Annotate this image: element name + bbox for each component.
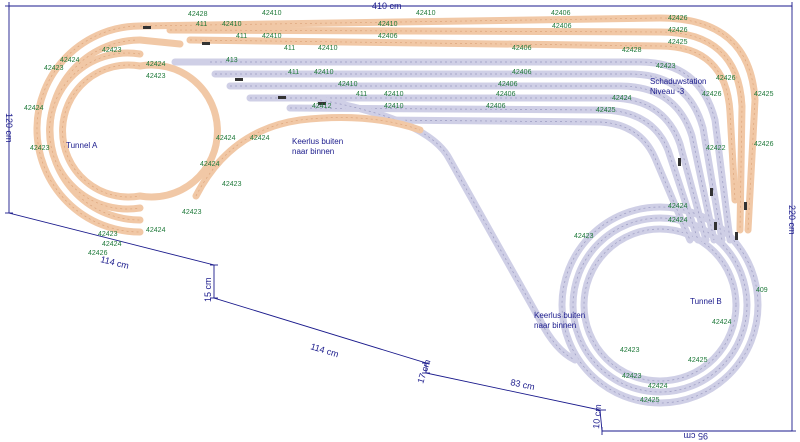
pc-top3: 42410 — [416, 10, 436, 17]
pc-r3d: 42428 — [622, 47, 642, 54]
upper-level-tracks — [33, 14, 759, 236]
pc-tb2: 42424 — [668, 203, 688, 210]
station-line2: Niveau -3 — [650, 87, 685, 96]
dim-step-3: 10 cm — [591, 404, 603, 429]
pc-tb9: 42424 — [712, 319, 732, 326]
pc-b5: 42423 — [656, 63, 676, 70]
pc-top5: 42426 — [668, 15, 688, 22]
pc-r2b: 42410 — [262, 33, 282, 40]
dim-lower-right: 83 cm — [510, 377, 536, 392]
pc-b2: 411 — [288, 69, 299, 76]
pc-rs1: 42426 — [702, 91, 722, 98]
pc-l1: 42424 — [60, 57, 80, 64]
piece-codes: 42428 42410 42410 42406 42426 411 42410 … — [24, 10, 774, 404]
pc-rs5: 42422 — [706, 145, 726, 152]
pc-r1c: 42410 — [378, 21, 398, 28]
pc-rs4: 42426 — [754, 141, 774, 148]
tunnel-b-label: Tunnel B — [690, 297, 722, 306]
pc-r1d: 42406 — [552, 23, 572, 30]
pc-r3b: 42410 — [318, 45, 338, 52]
pc-b9: 42424 — [612, 95, 632, 102]
pc-r3a: 411 — [284, 45, 295, 52]
pc-top2: 42410 — [262, 10, 282, 17]
pc-ta9: 42424 — [200, 161, 220, 168]
dim-top: 410 cm — [372, 1, 402, 11]
pc-l3: 42424 — [24, 105, 44, 112]
pc-ta2: 42424 — [250, 135, 270, 142]
pc-tb1: 42423 — [574, 233, 594, 240]
pc-b13: 42425 — [596, 107, 616, 114]
pc-tb3: 42424 — [668, 217, 688, 224]
pc-ta3: 42423 — [182, 209, 202, 216]
pc-ta6: 42424 — [102, 241, 122, 248]
pc-b10: 42412 — [312, 103, 332, 110]
pc-top4: 42406 — [551, 10, 571, 17]
pc-tb4: 42423 — [620, 347, 640, 354]
pc-r1a: 411 — [196, 21, 207, 28]
pc-r2a: 411 — [236, 33, 247, 40]
pc-tb6: 42424 — [648, 383, 668, 390]
pc-d1: 42410 — [338, 81, 358, 88]
pc-b1: 413 — [226, 57, 238, 64]
dim-lower-mid: 114 cm — [309, 341, 340, 359]
keerlus-2-line1: Keerlus buiten — [534, 311, 585, 320]
pc-tb5: 42425 — [640, 397, 660, 404]
pc-r3c: 42406 — [512, 45, 532, 52]
pc-ta1: 42424 — [216, 135, 236, 142]
pc-r1e: 42426 — [668, 27, 688, 34]
pc-b11: 42410 — [384, 103, 404, 110]
pc-rs3: 42425 — [754, 91, 774, 98]
room-outline — [5, 2, 796, 435]
lower-level-tracks — [171, 58, 762, 407]
pc-ta7: 42426 — [88, 250, 108, 257]
pc-r1b: 42410 — [222, 21, 242, 28]
station-line1: Schaduwstation — [650, 77, 706, 86]
pc-ta8: 42423 — [222, 181, 242, 188]
pc-top1: 42428 — [188, 11, 208, 18]
pc-tb7: 42423 — [622, 373, 642, 380]
pc-r4a: 42423 — [102, 47, 122, 54]
pc-rs2: 42426 — [716, 75, 736, 82]
tunnel-a-label: Tunnel A — [66, 141, 98, 150]
keerlus-2-line2: naar binnen — [534, 321, 576, 330]
pc-b3: 42410 — [314, 69, 334, 76]
pc-b4: 42406 — [512, 69, 532, 76]
top-track-link — [136, 36, 184, 48]
dim-right: 220 cm — [787, 205, 797, 235]
dim-bottom-right: 95 cm — [683, 431, 708, 441]
pc-b6: 411 — [356, 91, 367, 98]
pc-tb8: 42425 — [688, 357, 708, 364]
annotations: Tunnel A Tunnel B Keerlus buiten naar bi… — [66, 77, 722, 330]
pc-r2d: 42425 — [668, 39, 688, 46]
pc-b12: 42406 — [486, 103, 506, 110]
pc-d2: 42406 — [498, 81, 518, 88]
tunnel-a-inner — [59, 61, 221, 201]
pc-b7: 42410 — [384, 91, 404, 98]
keerlus-1-line1: Keerlus buiten — [292, 137, 343, 146]
pc-l2: 42423 — [44, 65, 64, 72]
pc-l4: 42423 — [30, 145, 50, 152]
switch-markers — [143, 26, 747, 240]
dim-left: 120 cm — [4, 113, 14, 143]
pc-r2c: 42406 — [378, 33, 398, 40]
pc-b8: 42406 — [496, 91, 516, 98]
dim-step-1: 15 cm — [203, 277, 213, 302]
pc-ta5: 42423 — [98, 231, 118, 238]
pc-ta4: 42424 — [146, 227, 166, 234]
keerlus-1-line2: naar binnen — [292, 147, 334, 156]
pc-r4c: 42424 — [146, 61, 166, 68]
pc-tb10: 409 — [756, 287, 768, 294]
top-track-2 — [166, 26, 746, 234]
pc-r4b: 42423 — [146, 73, 166, 80]
dim-step-2: 17 cm — [415, 358, 432, 384]
